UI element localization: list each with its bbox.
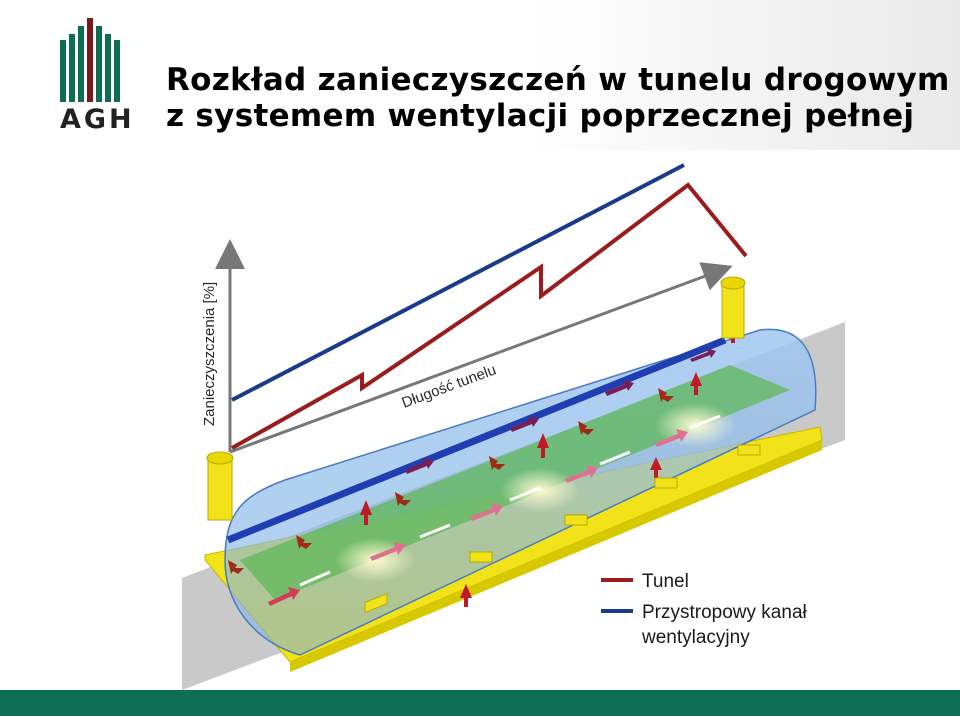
down-arrows — [228, 388, 674, 574]
legend-label-duct-line1: Przystropowy kanał — [642, 602, 808, 623]
vent — [654, 477, 678, 489]
legend: Tunel Przystropowy kanał wentylacyjny — [601, 571, 808, 648]
title-line-1: Rozkład zanieczyszczeń w tunelu drogowym — [166, 62, 950, 98]
legend-label-duct-line2: wentylacyjny — [641, 627, 750, 648]
flow-arrow — [268, 587, 300, 606]
footer-bar — [0, 690, 960, 716]
flow-arrow — [370, 542, 406, 561]
flow-arrow — [510, 416, 539, 432]
flow-arrow — [578, 421, 594, 435]
tunnel-diagram: Zanieczyszczenia [%] Długość tunelu Tune… — [182, 163, 845, 690]
duct-pollution-line — [231, 163, 685, 402]
flow-arrow — [360, 500, 372, 525]
flow-arrow — [650, 457, 662, 478]
flow-arrow — [658, 388, 674, 402]
vent — [364, 592, 388, 614]
vent — [737, 444, 761, 456]
logo-text: AGH — [60, 104, 135, 135]
exhaust-stack-right — [720, 276, 746, 339]
flow-arrow — [655, 429, 688, 447]
slide-header: AGH Rozkład zanieczyszczeń w tunelu drog… — [0, 0, 960, 150]
flow-arrow — [405, 458, 434, 474]
tunnel-light — [500, 468, 580, 512]
flow-arrow — [605, 380, 634, 396]
flow-arrow — [690, 348, 716, 362]
flow-arrow — [489, 456, 505, 470]
base-vents — [364, 444, 761, 614]
y-axis-label: Zanieczyszczenia [%] — [201, 282, 218, 426]
vent — [564, 514, 588, 526]
agh-logo-icon — [60, 18, 120, 102]
flow-arrows — [268, 348, 716, 606]
flow-arrow — [537, 433, 549, 458]
flow-arrow — [395, 492, 411, 506]
ventilation-duct — [226, 336, 727, 544]
exhaust-stack-left — [206, 451, 234, 521]
flow-arrow — [228, 560, 244, 574]
x-axis — [229, 262, 733, 454]
vent — [469, 551, 493, 563]
flow-arrow — [460, 584, 472, 607]
flow-arrow — [690, 372, 702, 395]
flow-arrow — [296, 535, 312, 549]
tunnel-pollution-line — [231, 182, 748, 450]
slide-title: Rozkład zanieczyszczeń w tunelu drogowym… — [166, 62, 950, 134]
flow-arrow — [565, 465, 598, 483]
x-axis-label: Długość tunelu — [399, 361, 498, 411]
tunnel-base-side — [290, 440, 822, 672]
flow-arrow — [470, 503, 503, 521]
legend-label-tunel: Tunel — [642, 571, 689, 592]
title-line-2: z systemem wentylacji poprzecznej pełnej — [166, 98, 915, 134]
lane-markings — [299, 414, 721, 587]
